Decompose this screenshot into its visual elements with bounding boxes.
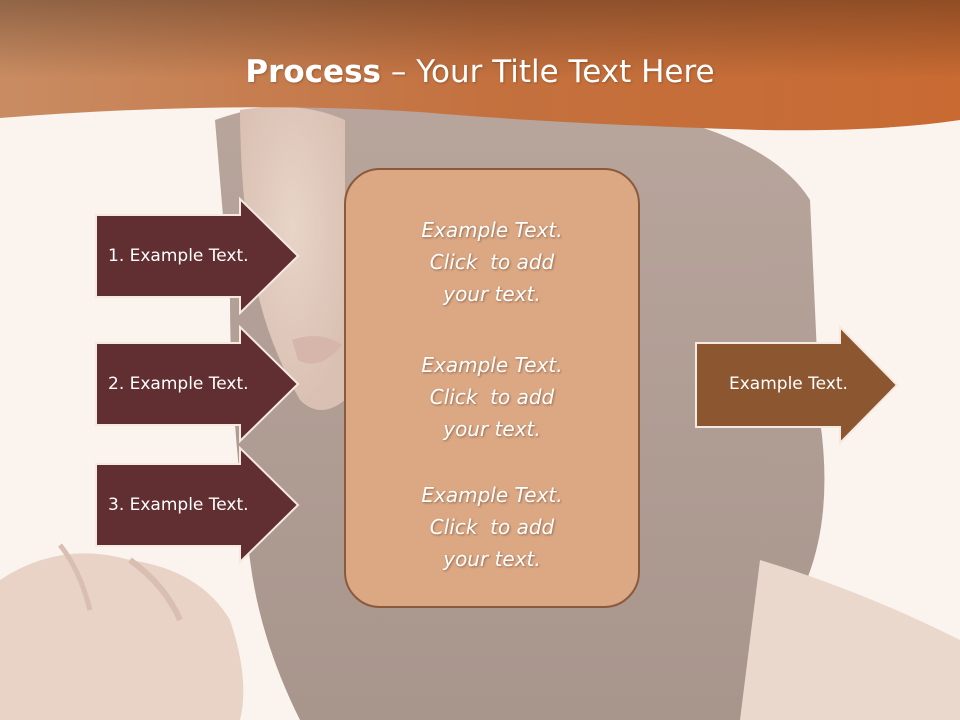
center-block-1-line-1: Example Text. bbox=[421, 218, 563, 242]
right-arrow-label: Example Text. bbox=[729, 374, 848, 394]
center-block-2-line-1: Example Text. bbox=[421, 353, 563, 377]
center-block-3-line-2: Click to add bbox=[429, 515, 555, 539]
title-rest: – Your Title Text Here bbox=[381, 54, 715, 90]
center-block-3-line-3: your text. bbox=[443, 547, 541, 571]
center-block-1-line-3: your text. bbox=[443, 282, 541, 306]
center-block-2: Example Text. Click to add your text. bbox=[346, 349, 638, 445]
slide-title[interactable]: Process – Your Title Text Here bbox=[0, 54, 960, 90]
title-bold: Process bbox=[245, 54, 381, 90]
right-arrow[interactable] bbox=[694, 325, 900, 445]
left-arrow-3-label: 3. Example Text. bbox=[108, 495, 249, 515]
title-banner bbox=[0, 0, 960, 131]
left-arrow-2-label: 2. Example Text. bbox=[108, 374, 249, 394]
left-arrow-1-label: 1. Example Text. bbox=[108, 246, 249, 266]
center-block-1: Example Text. Click to add your text. bbox=[346, 214, 638, 310]
center-block-3: Example Text. Click to add your text. bbox=[346, 479, 638, 575]
center-block-2-line-3: your text. bbox=[443, 417, 541, 441]
left-arrow-3[interactable] bbox=[94, 446, 300, 564]
center-block-2-line-2: Click to add bbox=[429, 385, 555, 409]
left-arrow-1[interactable] bbox=[94, 197, 300, 315]
center-block-3-line-1: Example Text. bbox=[421, 483, 563, 507]
left-arrow-2[interactable] bbox=[94, 325, 300, 443]
center-text-box[interactable]: Example Text. Click to add your text. Ex… bbox=[344, 168, 640, 608]
center-block-1-line-2: Click to add bbox=[429, 250, 555, 274]
